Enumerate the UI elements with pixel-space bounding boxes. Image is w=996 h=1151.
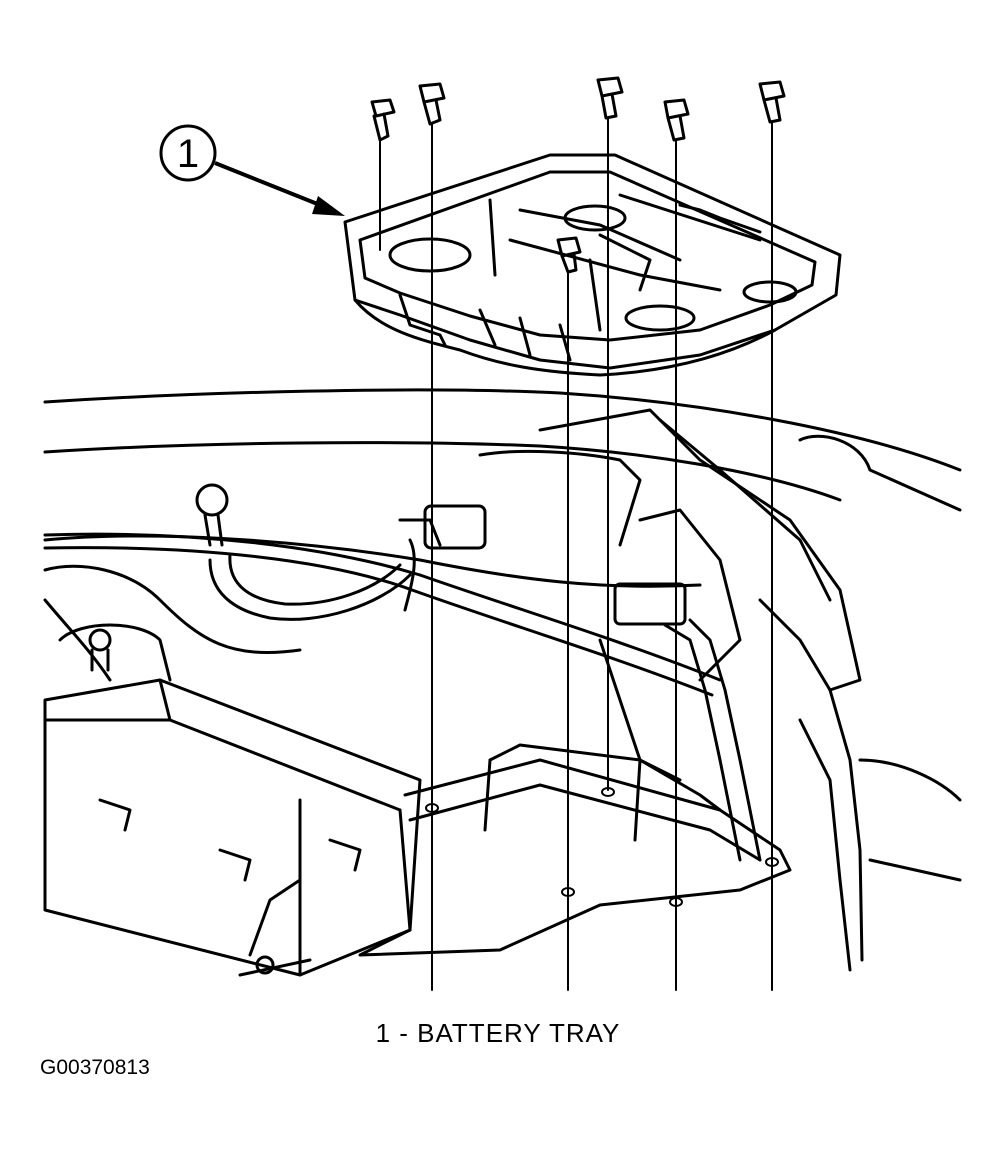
battery-tray-part	[343, 153, 842, 377]
battery-cables	[43, 449, 762, 862]
callout-arrow-head	[312, 196, 345, 216]
engine-compartment-outline	[43, 388, 962, 972]
callout-arrow-shaft	[214, 161, 326, 209]
bracket-mounting-holes	[425, 787, 779, 907]
figure-caption: 1 - BATTERY TRAY	[375, 1018, 621, 1048]
callout-number: 1	[177, 132, 199, 176]
bolt-1	[370, 98, 396, 142]
bolt-4	[663, 98, 690, 142]
battery-support-bracket	[238, 743, 792, 977]
alignment-leader-lines	[379, 117, 773, 991]
bolt-2	[418, 82, 446, 126]
power-distribution-box	[43, 623, 422, 977]
bolt-5	[758, 80, 786, 124]
bolt-3	[596, 76, 624, 120]
fastener-bolts	[370, 76, 786, 274]
callout-1: 1	[159, 124, 345, 216]
figure-id: G00370813	[40, 1056, 150, 1079]
battery-tray-installation-diagram: 1	[43, 76, 962, 991]
callout-circle	[159, 124, 217, 182]
bolt-6	[556, 236, 582, 274]
